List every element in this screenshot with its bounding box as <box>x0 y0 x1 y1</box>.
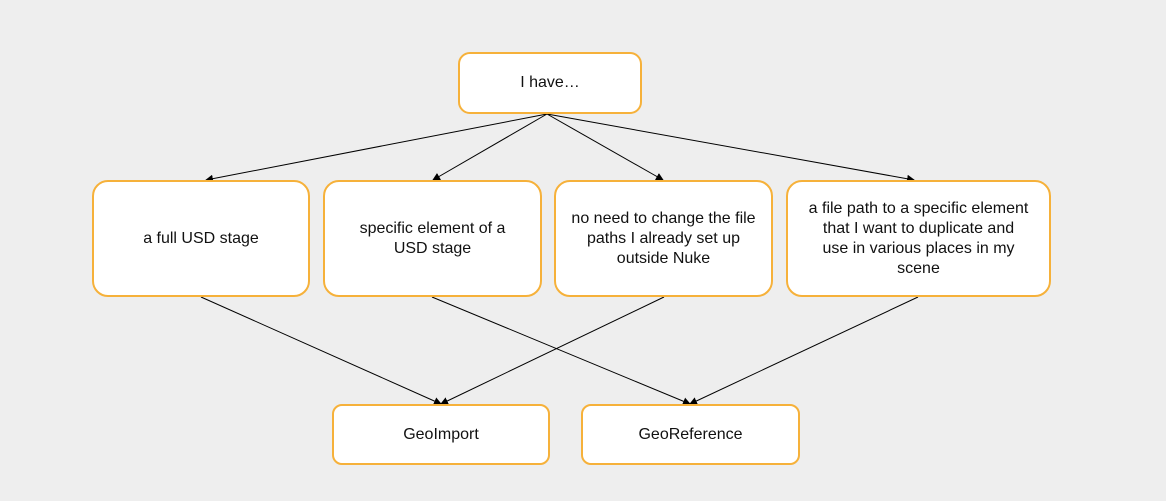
option-node-label: no need to change the file paths I alrea… <box>571 209 756 267</box>
option-node-full-usd-stage: a full USD stage <box>92 180 310 297</box>
arrow-root-to-c <box>546 113 664 181</box>
arrow-d-to-georeference <box>689 296 919 405</box>
option-node-file-path-duplicate: a file path to a specific element that I… <box>786 180 1051 297</box>
arrow-root-to-d <box>546 113 915 183</box>
arrow-b-to-georeference <box>431 296 691 406</box>
result-node-geoimport: GeoImport <box>332 404 550 465</box>
arrow-root-to-b <box>432 113 548 181</box>
option-node-no-path-change: no need to change the file paths I alrea… <box>554 180 773 297</box>
option-node-label: a file path to a specific element that I… <box>808 199 1029 277</box>
option-node-label: a full USD stage <box>143 229 259 247</box>
root-node: I have… <box>458 52 642 114</box>
result-node-label: GeoImport <box>403 425 479 443</box>
arrow-root-to-a <box>205 113 548 183</box>
result-node-georeference: GeoReference <box>581 404 800 465</box>
option-node-specific-element: specific element of a USD stage <box>323 180 542 297</box>
arrow-c-to-geoimport <box>440 296 665 405</box>
root-node-label: I have… <box>520 74 580 91</box>
arrow-a-to-geoimport <box>200 296 442 405</box>
option-node-label: specific element of a USD stage <box>359 219 506 257</box>
result-node-label: GeoReference <box>638 425 743 443</box>
